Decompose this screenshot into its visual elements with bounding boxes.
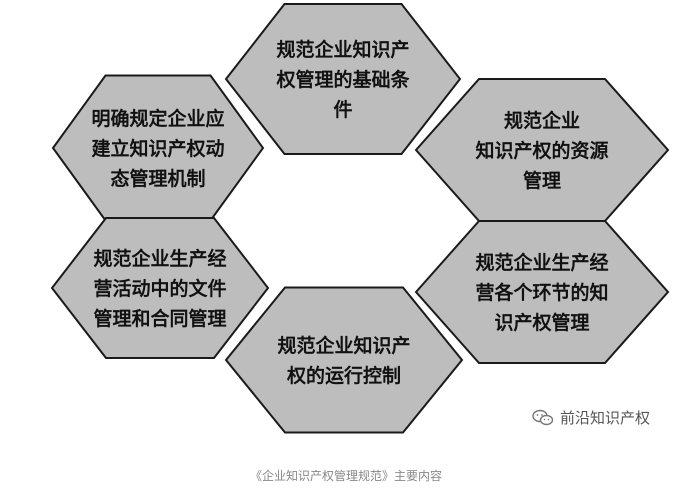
hexagon-label-line: 态管理机制 xyxy=(110,167,205,190)
hexagon-label-line: 管理 xyxy=(523,169,561,192)
hexagon-label-line: 明确规定企业应 xyxy=(91,107,224,130)
hexagon-label-line: 规范企业生产经 xyxy=(475,251,608,274)
hexagon-label-line: 管理和合同管理 xyxy=(93,307,226,330)
hexagon-diagram: 明确规定企业应建立知识产权动态管理机制规范企业生产经营活动中的文件管理和合同管理… xyxy=(50,3,670,434)
hexagon-shape xyxy=(224,286,464,434)
figure-caption: 《企业知识产权管理规范》主要内容 xyxy=(249,469,442,483)
hexagon-label-line: 规范企业生产经 xyxy=(93,247,226,270)
hexagon-label-line: 权的运行控制 xyxy=(286,364,401,387)
hexagon-label-line: 建立知识产权动 xyxy=(91,137,224,160)
hexagon-label-line: 权管理的基础条 xyxy=(275,68,410,91)
hexagon-label-line: 件 xyxy=(333,98,352,121)
hexagon-label-line: 规范企业知识产 xyxy=(276,38,409,61)
watermark: 前沿知识产权 xyxy=(532,407,650,428)
hexagon-label-line: 规范企业 xyxy=(504,109,580,132)
hexagon-label-line: 营各个环节的知 xyxy=(475,281,608,304)
watermark-text: 前沿知识产权 xyxy=(560,409,651,427)
hexagon-shape xyxy=(50,217,270,359)
hexagon-shape xyxy=(224,3,462,155)
hexagon-label-line: 识产权管理 xyxy=(494,311,589,334)
hexagon-label-line: 营活动中的文件 xyxy=(93,277,226,300)
hexagon-label-line: 规范企业知识产 xyxy=(277,334,410,357)
wechat-icon xyxy=(532,409,554,425)
hexagon-shape xyxy=(414,220,670,364)
hexagon-label-line: 知识产权的资源 xyxy=(475,139,608,162)
